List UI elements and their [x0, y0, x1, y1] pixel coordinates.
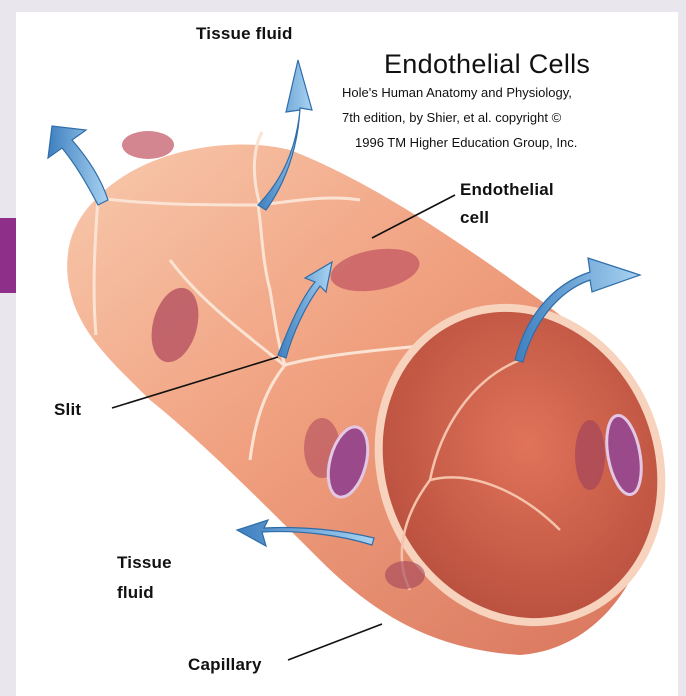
label-capillary: Capillary	[188, 655, 262, 675]
label-endothelial-line2: cell	[460, 208, 489, 228]
label-tissue-fluid-bottom-line1: Tissue	[117, 553, 172, 573]
label-slit: Slit	[54, 400, 81, 420]
label-endothelial-line1: Endothelial	[460, 180, 554, 200]
label-tissue-fluid-bottom-line2: fluid	[117, 583, 154, 603]
figure-title: Endothelial Cells	[384, 49, 590, 80]
credit-line-2: 7th edition, by Shier, et al. copyright …	[342, 110, 561, 125]
credit-line-1: Hole's Human Anatomy and Physiology,	[342, 85, 572, 100]
label-tissue-fluid-top: Tissue fluid	[196, 24, 293, 44]
credit-line-3: 1996 TM Higher Education Group, Inc.	[355, 135, 577, 150]
